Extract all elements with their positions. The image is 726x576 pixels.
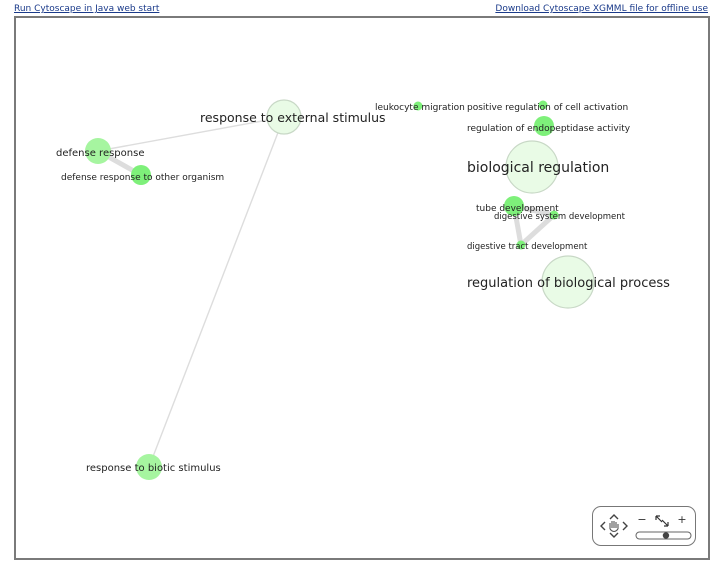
node-regulation-of-biological-process[interactable]	[541, 255, 595, 309]
node-defense-response-to-other-organism[interactable]	[131, 165, 151, 185]
fit-to-screen-icon[interactable]	[655, 515, 669, 527]
pan-left-icon[interactable]	[600, 521, 606, 531]
download-xgmml-link[interactable]: Download Cytoscape XGMML file for offlin…	[495, 4, 708, 14]
node-digestive-tract-development[interactable]	[516, 240, 526, 250]
node-label-defense-response: defense response	[56, 148, 144, 159]
node-positive-regulation-of-cell-activation[interactable]	[538, 100, 548, 110]
zoom-slider-handle[interactable]	[662, 532, 670, 539]
network-canvas[interactable]: response to external stimulus defense res…	[14, 16, 710, 560]
node-label-biological-regulation: biological regulation	[467, 160, 609, 176]
edge-defense-response-response-to-external-stimulus[interactable]	[97, 116, 285, 152]
node-tube-development[interactable]	[504, 196, 524, 216]
node-label-response-to-biotic-stimulus: response to biotic stimulus	[86, 463, 221, 474]
node-label-response-to-external-stimulus: response to external stimulus	[200, 110, 386, 125]
zoom-out-button[interactable]: −	[637, 513, 646, 526]
pan-right-icon[interactable]	[622, 521, 628, 531]
pan-control[interactable]	[600, 512, 628, 540]
node-label-regulation-of-endopeptidase-activity: regulation of endopeptidase activity	[467, 124, 631, 134]
node-response-to-external-stimulus[interactable]	[266, 99, 302, 135]
node-label-leukocyte-migration: leukocyte migration	[375, 103, 465, 113]
node-regulation-of-endopeptidase-activity[interactable]	[534, 116, 554, 136]
zoom-in-button[interactable]: +	[677, 513, 686, 526]
node-defense-response[interactable]	[85, 138, 111, 164]
java-web-start-link[interactable]: Run Cytoscape in Java web start	[14, 4, 160, 14]
node-label-tube-development: tube development	[476, 204, 559, 214]
node-response-to-biotic-stimulus[interactable]	[136, 454, 162, 480]
navigation-control: − +	[592, 506, 696, 546]
edge-digestive-system-development-digestive-tract-development[interactable]	[518, 212, 557, 248]
pan-up-icon[interactable]	[609, 514, 619, 520]
edge-response-to-external-stimulus-response-to-biotic-stimulus[interactable]	[148, 116, 285, 468]
network-graph[interactable]: response to external stimulus defense res…	[16, 18, 708, 558]
node-label-regulation-of-biological-process: regulation of biological process	[467, 276, 670, 291]
hand-pan-icon[interactable]	[609, 521, 619, 533]
node-digestive-system-development[interactable]	[549, 210, 559, 220]
node-label-digestive-tract-development: digestive tract development	[467, 242, 588, 252]
node-label-digestive-system-development: digestive system development	[494, 212, 626, 222]
node-biological-regulation[interactable]	[505, 140, 559, 194]
pan-down-icon[interactable]	[609, 532, 619, 538]
node-label-positive-regulation-of-cell-activation: positive regulation of cell activation	[467, 103, 628, 113]
node-leukocyte-migration[interactable]	[413, 101, 423, 111]
node-label-defense-response-to-other-organism: defense response to other organism	[61, 173, 224, 183]
